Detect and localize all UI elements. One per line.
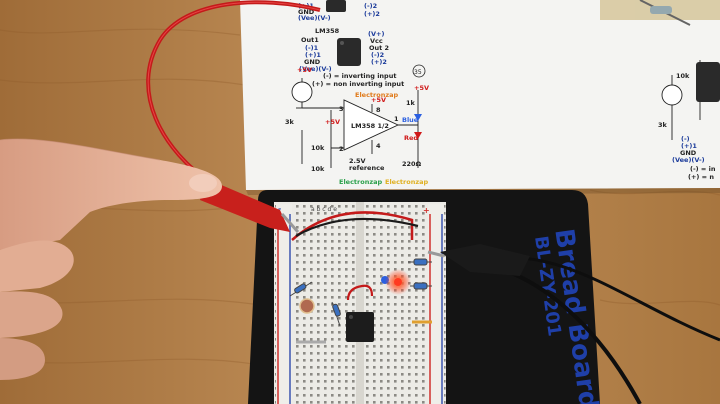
pin-2: 2 <box>339 145 344 153</box>
r-10k-b: 10k <box>311 165 325 173</box>
pin-vee: (Vee)(V-) <box>299 65 332 73</box>
red-alligator-clip <box>200 178 290 232</box>
step-number-circle <box>412 64 426 78</box>
pin-4: 4 <box>376 142 381 150</box>
red-jumper-loop <box>346 284 374 301</box>
brand-top: Electronzap <box>355 91 399 99</box>
legend-noninverting: (+) = non inverting input <box>312 80 404 88</box>
r-220: 220Ω <box>402 160 422 168</box>
right-r-3k: 3k <box>658 121 668 129</box>
blue-led-symbol <box>414 114 422 121</box>
pin-8: 8 <box>376 106 381 114</box>
pin-in2-neg: (-)2 <box>371 51 384 59</box>
pin-in1-pos: (+)1 <box>305 51 321 59</box>
ref-b: reference <box>349 164 385 172</box>
pin-out2: Out 2 <box>369 44 389 52</box>
red-led-symbol <box>414 132 422 139</box>
plus5v-c: +5V <box>325 118 340 126</box>
chip-right-icon <box>696 62 720 102</box>
pin-out1: Out1 <box>301 36 319 44</box>
brand-bottom-b: Electronzap <box>385 178 429 186</box>
top-pin-b: GND <box>298 8 315 16</box>
right-r-10k: 10k <box>676 72 690 80</box>
top-pin-right-a: (-)2 <box>364 2 377 10</box>
r-1k: 1k <box>406 99 416 107</box>
photoresistor <box>299 298 315 314</box>
resistors <box>289 258 432 327</box>
left-power-rail <box>276 204 292 404</box>
plus5v-a: +5V <box>297 66 312 74</box>
plus5v-b: +5V <box>371 96 386 104</box>
right-pin-e: (-) = in <box>690 165 716 173</box>
plus5v-d: +5V <box>414 84 429 92</box>
r-3k: 3k <box>285 118 295 126</box>
black-alligator-clip <box>440 244 530 276</box>
top-pin-right-b: (+)2 <box>364 10 380 18</box>
lm358-chip <box>346 312 374 342</box>
pin-1: 1 <box>394 115 399 123</box>
ref-a: 2.5V <box>349 157 366 165</box>
chip-top-icon <box>326 0 346 12</box>
black-jumper-wire <box>295 217 419 237</box>
fingernail <box>189 174 217 192</box>
r-10k-a: 10k <box>311 144 325 152</box>
right-pin-f: (+) = n <box>688 173 714 181</box>
center-channel <box>356 202 364 404</box>
pin-in1-neg: (-)1 <box>305 44 319 52</box>
resistor-strip <box>600 0 720 26</box>
pin-gnd: GND <box>304 58 321 66</box>
rail-plus: + <box>423 206 430 215</box>
pin-in2-pos: (+)2 <box>371 58 387 66</box>
right-pin-b: (+)1 <box>681 142 697 150</box>
right-pin-a: (-) <box>681 135 690 143</box>
brand-bottom-a: Electronzap <box>339 178 383 186</box>
pin-vplus: (V+) <box>368 30 384 38</box>
column-letters: a b c d e <box>311 206 337 213</box>
legend-inverting: (-) = inverting input <box>323 72 396 80</box>
schematic-circuit <box>291 78 419 168</box>
red-led <box>394 278 402 286</box>
right-pin-d: (Vee)(V-) <box>672 156 705 164</box>
top-pin-c: (Vee)(V-) <box>298 14 331 22</box>
led-blue-label: Blue <box>402 116 419 124</box>
rail-minus: - <box>278 204 281 213</box>
chip-pinout-icon <box>337 38 361 66</box>
step-number: 35 <box>414 69 422 76</box>
pointing-hand <box>0 138 222 380</box>
pin-3: 3 <box>339 105 344 113</box>
chip-name: LM358 <box>315 27 340 35</box>
led-red-label: Red <box>404 134 418 142</box>
right-pin-c: GND <box>680 149 697 157</box>
pin-vcc: Vcc <box>370 37 383 45</box>
opamp-label: LM358 1/2 <box>351 122 389 130</box>
